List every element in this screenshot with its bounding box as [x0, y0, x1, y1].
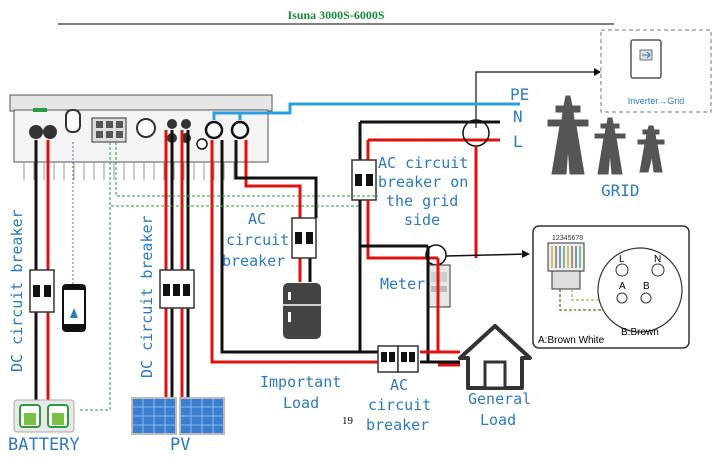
dc-breaker-mid-label: DC circuit breaker [138, 215, 156, 378]
important-load-label: Important Load [260, 373, 350, 412]
meter-b-label: B [643, 281, 650, 292]
dc-switch [136, 118, 156, 138]
page-number: 19 [342, 415, 354, 427]
inverter-to-grid-box: Inverter→Grid [600, 29, 712, 113]
n-label: N [513, 107, 523, 126]
dc-breaker-battery [29, 269, 55, 313]
inverter-to-grid-label: Inverter→Grid [628, 96, 685, 106]
battery-icon [13, 399, 75, 433]
battery-label: BATTERY [8, 435, 80, 455]
meter-callout-arrow [445, 253, 529, 257]
important-load-wire-red [210, 140, 380, 364]
house-icon [458, 324, 532, 390]
pv-label: PV [170, 435, 190, 455]
grid-arrow [475, 71, 600, 128]
grid-towers-icon [547, 95, 665, 175]
ac-grid-terminal [204, 120, 224, 140]
meter-detail: 12345678 L N A B A:Brown White B:Brown [532, 225, 690, 349]
ac-breaker-load [291, 217, 317, 259]
pv-panels-icon [131, 397, 225, 435]
brown-white-label: A:Brown White [538, 335, 605, 346]
pv-terminal-2 [181, 119, 191, 129]
meter-label: Meter [380, 275, 425, 293]
brown-label: B:Brown [621, 327, 659, 338]
l-label: L [513, 132, 523, 151]
wifi-port [65, 109, 81, 133]
ac-breaker-grid-label: AC circuit breaker on the grid side [378, 154, 477, 229]
phone-icon [62, 284, 86, 332]
pv-terminal-1 [167, 119, 177, 129]
pe-label: PE [510, 85, 529, 104]
ac-breaker-bottom-label: AC circuit breaker [366, 376, 440, 434]
meter-n-label: N [654, 254, 661, 265]
battery-comm-line [78, 142, 111, 411]
battery-terminal-negative [43, 125, 57, 139]
ac-breaker-grid [351, 159, 377, 201]
meter-terminal-numbers: 12345678 [552, 235, 583, 242]
fridge-icon [283, 283, 321, 339]
dc-breaker-left-label: DC circuit breaker [8, 209, 26, 372]
grid-label: GRID [601, 181, 640, 200]
general-load-label: General Load [468, 390, 540, 429]
meter-a-label: A [619, 281, 626, 292]
pe-wire [238, 102, 500, 120]
page-title: Isuna 3000S-6000S [287, 8, 384, 22]
load-wire-l [244, 140, 302, 218]
ac-load-terminal [230, 120, 250, 140]
meter-l-label: L [619, 254, 625, 265]
inverter-unit [9, 94, 273, 180]
ac-breaker-bottom [377, 345, 419, 373]
dc-breaker-pv [159, 269, 195, 309]
ac-breaker-load-label: AC circuit breaker [222, 210, 298, 270]
battery-terminal-positive [29, 125, 43, 139]
